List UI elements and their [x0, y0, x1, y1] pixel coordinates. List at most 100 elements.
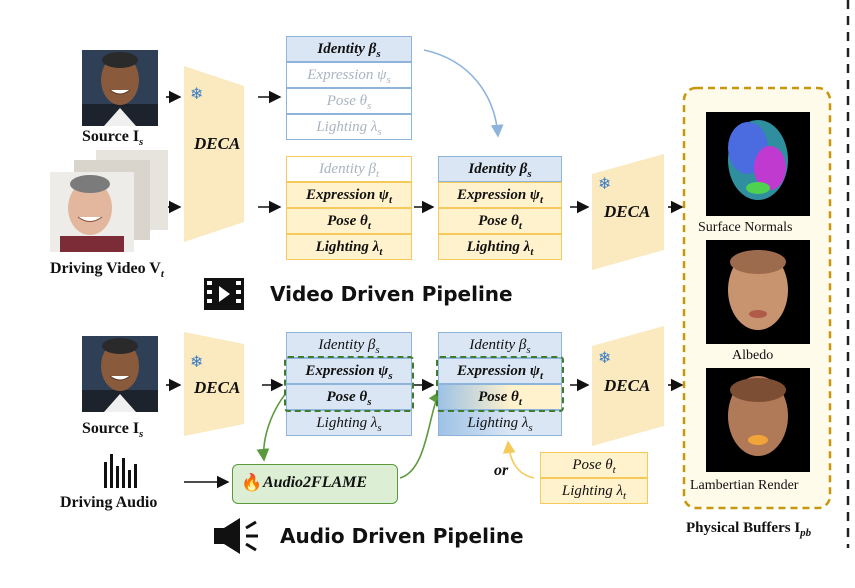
video-source-params-text: Identity βs — [317, 41, 381, 60]
video-driving-params-cell: Expression ψt — [286, 182, 412, 208]
snowflake-icon: ❄ — [598, 174, 612, 193]
deca-decoder-top — [592, 154, 664, 270]
video-driving-params-subscript: t — [367, 220, 371, 232]
audio-merged-params-subscript: t — [518, 396, 522, 408]
audio2flame-box: 🔥 Audio2FLAME — [232, 464, 398, 504]
video-driving-params-cell: Pose θt — [286, 208, 412, 234]
audio-merged-params-cell: Pose θt — [438, 384, 562, 410]
audio2flame-label: Audio2FLAME — [263, 474, 368, 491]
video-driving-params-text: Expression ψt — [305, 187, 393, 206]
video-merged-params-text: Lighting λt — [466, 239, 534, 258]
video-merged-params-subscript: t — [539, 194, 544, 206]
video-pipeline-title: Video Driven Pipeline — [270, 282, 513, 306]
arrow-alt-to-merged — [502, 440, 535, 479]
video-source-params-cell: Identity βs — [286, 36, 412, 62]
audio-merged-params-text: Pose θt — [478, 389, 522, 408]
video-driving-params-subscript: t — [375, 168, 380, 180]
audio-source-params-text: Expression ψs — [305, 363, 393, 382]
arrow-identity-to-merged — [423, 49, 504, 138]
video-source-params-cell: Pose θs — [286, 88, 412, 114]
audio-alt-params-subscript: t — [612, 464, 616, 476]
deca-decoder-bottom — [592, 326, 664, 446]
video-driving-params-cell: Lighting λt — [286, 234, 412, 260]
deca-label-bottom-decoder: DECA — [604, 376, 651, 395]
deca-label-bottom-encoder: DECA — [194, 378, 241, 397]
snowflake-icon: ❄ — [598, 348, 612, 367]
video-merged-params-text: Expression ψt — [456, 187, 544, 206]
video-source-params-text: Lighting λs — [316, 119, 382, 138]
or-label: or — [494, 462, 509, 479]
audio-driven-highlight — [284, 356, 414, 412]
albedo-image — [706, 240, 810, 344]
video-source-params-text: Pose θs — [326, 93, 372, 112]
deca-label-top-encoder: DECA — [194, 134, 241, 153]
source-photo-bottom — [82, 336, 158, 412]
video-source-params-text: Expression ψs — [307, 67, 391, 86]
video-merged-params-cell: Lighting λt — [438, 234, 562, 260]
flame-icon: 🔥 — [241, 473, 263, 493]
driving-audio-label: Driving Audio — [60, 494, 158, 511]
audio-pipeline-title: Audio Driven Pipeline — [280, 524, 524, 548]
video-source-params-subscript: s — [367, 100, 372, 112]
snowflake-icon: ❄ — [190, 84, 204, 103]
audio-alt-params-text: Pose θt — [572, 457, 616, 476]
audio-alt-params-text: Lighting λt — [561, 483, 627, 502]
source-photo-top — [82, 50, 158, 126]
audio-merged-params-text: Lighting λs — [467, 415, 533, 434]
video-driving-params-text: Identity βt — [318, 161, 380, 180]
audio-merged-params-subscript: s — [526, 344, 531, 356]
video-merged-params-cell: Identity βs — [438, 156, 562, 182]
video-merged-params-cell: Expression ψt — [438, 182, 562, 208]
video-source-params-subscript: s — [377, 126, 382, 138]
audio-source-params-text: Identity βs — [318, 337, 380, 356]
audio-source-params-cell: Pose θs — [286, 384, 412, 410]
driving-video-label: Driving Video Vt — [50, 260, 164, 281]
film-icon — [204, 278, 244, 310]
video-merged-params-subscript: s — [527, 168, 532, 180]
source-label-top: Source Is — [82, 128, 144, 149]
video-source-params-cell: Lighting λs — [286, 114, 412, 140]
audio-source-params-cell: Identity βs — [286, 332, 412, 358]
deca-encoder-bottom — [184, 332, 244, 436]
megaphone-icon — [214, 518, 258, 554]
audio-source-params-subscript: s — [377, 422, 382, 434]
audio-source-params-subscript: s — [375, 344, 380, 356]
audio-alt-params-cell: Pose θt — [540, 452, 648, 478]
physical-buffers-title: Physical Buffers Ipb — [686, 520, 812, 539]
video-driving-params-subscript: t — [388, 194, 393, 206]
video-merged-params-text: Identity βs — [468, 161, 532, 180]
video-driving-params-subscript: t — [379, 246, 383, 258]
audio-waveform-icon — [104, 454, 137, 488]
surface-normals-image — [706, 112, 810, 216]
audio-merged-params-cell: Lighting λs — [438, 410, 562, 436]
video-source-params-cell: Expression ψs — [286, 62, 412, 88]
audio-source-params-text: Pose θs — [326, 389, 372, 408]
audio-merged-params-text: Identity βs — [469, 337, 531, 356]
buffer-label-lambertian: Lambertian Render — [690, 478, 799, 493]
audio-merged-params-cell: Expression ψt — [438, 358, 562, 384]
audio-source-params-subscript: s — [367, 396, 372, 408]
video-merged-params-text: Pose θt — [478, 213, 522, 232]
source-label-bottom: Source Is — [82, 420, 144, 441]
audio-merged-params-subscript: t — [539, 370, 544, 382]
audio-merged-params-text: Expression ψt — [456, 363, 544, 382]
snowflake-icon: ❄ — [190, 352, 204, 371]
video-merged-params-subscript: t — [530, 246, 534, 258]
audio-alt-params-cell: Lighting λt — [540, 478, 648, 504]
deca-label-top-decoder: DECA — [604, 202, 651, 221]
audio-source-params-cell: Expression ψs — [286, 358, 412, 384]
audio-merged-params-subscript: s — [528, 422, 533, 434]
video-driving-params-text: Lighting λt — [315, 239, 383, 258]
video-driving-params-text: Pose θt — [327, 213, 371, 232]
video-driving-params-cell: Identity βt — [286, 156, 412, 182]
audio-merged-params-cell: Identity βs — [438, 332, 562, 358]
driving-video-frames — [50, 150, 168, 252]
audio-source-params-text: Lighting λs — [316, 415, 382, 434]
video-source-params-subscript: s — [386, 74, 391, 86]
video-merged-params-cell: Pose θt — [438, 208, 562, 234]
deca-encoder-top — [184, 66, 244, 242]
audio-source-params-cell: Lighting λs — [286, 410, 412, 436]
audio-alt-params-subscript: t — [623, 490, 627, 502]
